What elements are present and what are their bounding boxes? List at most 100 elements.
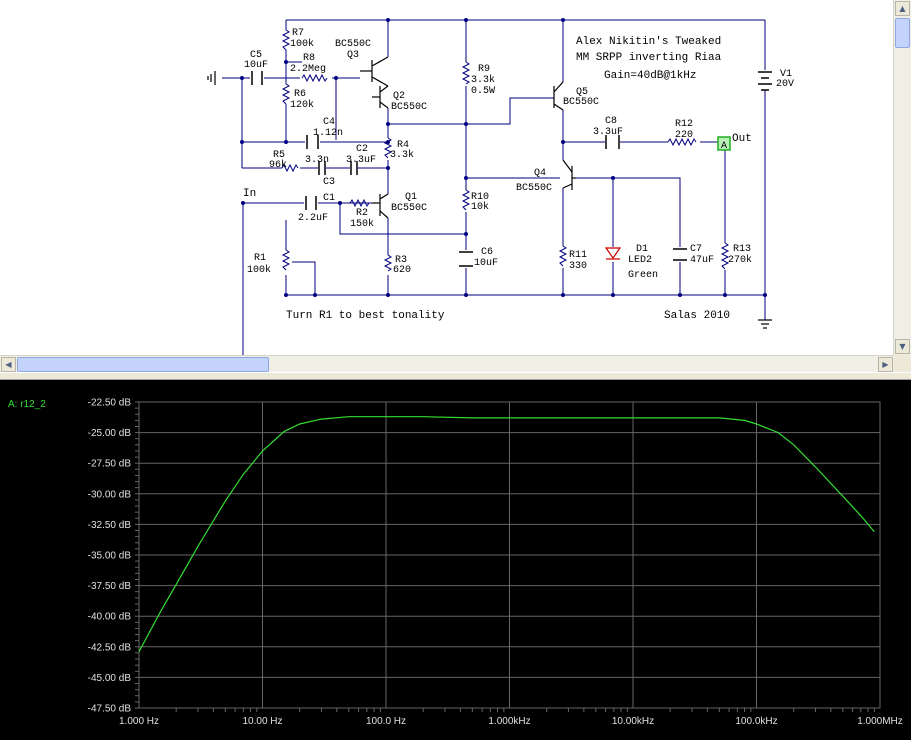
x-tick-label: 10.00 Hz (242, 716, 282, 727)
y-tick-label: -35.00 dB (88, 551, 132, 562)
schematic-canvas[interactable]: A Alex Nikitin's Tweaked MM SRPP inverti… (0, 0, 894, 355)
label-q3-name: Q3 (347, 50, 359, 61)
label-d1-value: LED2 (628, 255, 652, 266)
label-r9-name: R9 (478, 64, 490, 75)
label-d1-name: D1 (636, 244, 648, 255)
label-c7-value: 47uF (690, 255, 714, 266)
label-c3-value: 3.3n (305, 155, 329, 166)
probe-marker[interactable] (717, 136, 731, 151)
y-tick-label: -42.50 dB (88, 642, 132, 653)
label-c8-value: 3.3uF (593, 127, 623, 138)
horizontal-scroll-thumb[interactable] (17, 357, 269, 372)
label-r10-value: 10k (471, 201, 489, 213)
label-r11-name: R11 (569, 250, 587, 261)
label-r3-name: R3 (395, 255, 407, 266)
scroll-down-icon[interactable]: ▼ (895, 339, 910, 354)
label-c4-name: C4 (323, 117, 335, 128)
resistor-symbols (281, 29, 730, 272)
probe-marker-label: A (721, 141, 727, 152)
label-r13-name: R13 (733, 244, 751, 255)
label-q2-value: BC550C (391, 102, 427, 113)
led-symbol (604, 247, 622, 260)
horizontal-scrollbar[interactable]: ◀ ▶ (0, 355, 894, 372)
label-r4-name: R4 (397, 140, 409, 151)
series-r12_2-line (138, 416, 875, 652)
label-c3-name: C3 (323, 177, 335, 188)
bode-plot-pane[interactable]: -22.50 dB -25.00 dB -27.50 dB -30.00 dB -32.… (0, 380, 911, 740)
label-r1-value: 100k (247, 264, 271, 276)
label-q5-value: BC550C (563, 97, 599, 108)
x-tick-label: 10.00kHz (612, 716, 654, 727)
y-tick-label: -22.50 dB (88, 398, 132, 409)
label-r9-value: 3.3k (471, 74, 495, 86)
label-c1-name: C1 (323, 193, 335, 204)
label-r5-name: R5 (273, 150, 285, 161)
capacitor-symbols (251, 71, 772, 267)
label-r2-value: 150k (350, 218, 374, 230)
label-c6-name: C6 (481, 247, 493, 258)
scrollbar-corner (894, 355, 911, 372)
y-tick-label: -27.50 dB (88, 459, 132, 470)
vertical-scroll-thumb[interactable] (895, 18, 910, 48)
y-tick-label: -40.00 dB (88, 612, 132, 623)
scroll-left-icon[interactable]: ◀ (1, 357, 16, 372)
label-q1-value: BC550C (391, 203, 427, 214)
label-q2-name: Q2 (393, 91, 405, 102)
label-q5-name: Q5 (576, 87, 588, 98)
label-r4-value: 3.3k (390, 149, 414, 161)
trace-label: A: r12_2 (8, 399, 46, 410)
vertical-scrollbar[interactable]: ▲ ▼ (893, 0, 911, 355)
x-tick-label: 100.0kHz (735, 716, 777, 727)
x-tick-label: 100.0 Hz (366, 716, 406, 727)
x-tick-label: 1.000 Hz (119, 716, 159, 727)
output-label: Out (732, 133, 752, 145)
label-r8-name: R8 (303, 53, 315, 64)
title-line-1: Alex Nikitin's Tweaked (576, 36, 721, 48)
label-r1-name: R1 (254, 253, 266, 264)
scroll-up-icon[interactable]: ▲ (895, 1, 910, 16)
input-label: In (243, 188, 256, 200)
label-r5-value: 96k (269, 159, 287, 171)
label-q1-name: Q1 (405, 192, 417, 203)
junctions (240, 18, 767, 297)
plot-ticks: -22.50 dB -25.00 dB -27.50 dB -30.00 dB -32.… (88, 398, 903, 728)
ground-icon (207, 71, 772, 329)
author-credit: Salas 2010 (664, 310, 730, 322)
bode-plot[interactable]: -22.50 dB -25.00 dB -27.50 dB -30.00 dB -32.… (0, 380, 911, 740)
y-tick-label: -32.50 dB (88, 520, 132, 531)
label-c8-name: C8 (605, 116, 617, 127)
x-tick-label: 1.000kHz (488, 716, 530, 727)
label-r10-name: R10 (471, 192, 489, 203)
label-c6-value: 10uF (474, 258, 498, 269)
label-r9-rating: 0.5W (471, 86, 495, 97)
label-r12-name: R12 (675, 119, 693, 130)
schematic-pane[interactable]: A Alex Nikitin's Tweaked MM SRPP inverti… (0, 0, 911, 372)
label-q4-value: BC550C (516, 183, 552, 194)
title-line-2: MM SRPP inverting Riaa (576, 52, 722, 64)
label-c7-name: C7 (690, 244, 702, 255)
label-r12-value: 220 (675, 130, 693, 141)
label-v1-value: 20V (776, 79, 794, 90)
tonality-note: Turn R1 to best tonality (286, 310, 445, 322)
y-tick-label: -45.00 dB (88, 673, 132, 684)
label-d1-color: Green (628, 270, 658, 281)
plot-grid (138, 401, 881, 709)
y-tick-label: -30.00 dB (88, 489, 132, 500)
label-v1-name: V1 (780, 69, 792, 80)
label-c5-value: 10uF (244, 60, 268, 71)
label-r11-value: 330 (569, 261, 587, 272)
x-tick-label: 1.000MHz (857, 716, 903, 727)
label-c4-value: 1.12n (313, 128, 343, 139)
scroll-right-icon[interactable]: ▶ (878, 357, 893, 372)
y-tick-label: -25.00 dB (88, 428, 132, 439)
label-r3-value: 620 (393, 265, 411, 276)
wires (222, 19, 766, 355)
label-c2-value: 3.3uF (346, 155, 376, 166)
pane-splitter[interactable] (0, 372, 911, 380)
transistor-symbols (360, 56, 576, 219)
y-tick-label: -37.50 dB (88, 581, 132, 592)
label-q3-value: BC550C (335, 39, 371, 50)
label-r6-value: 120k (290, 99, 314, 111)
label-c5-name: C5 (250, 50, 262, 61)
label-c1-value: 2.2uF (298, 213, 328, 224)
